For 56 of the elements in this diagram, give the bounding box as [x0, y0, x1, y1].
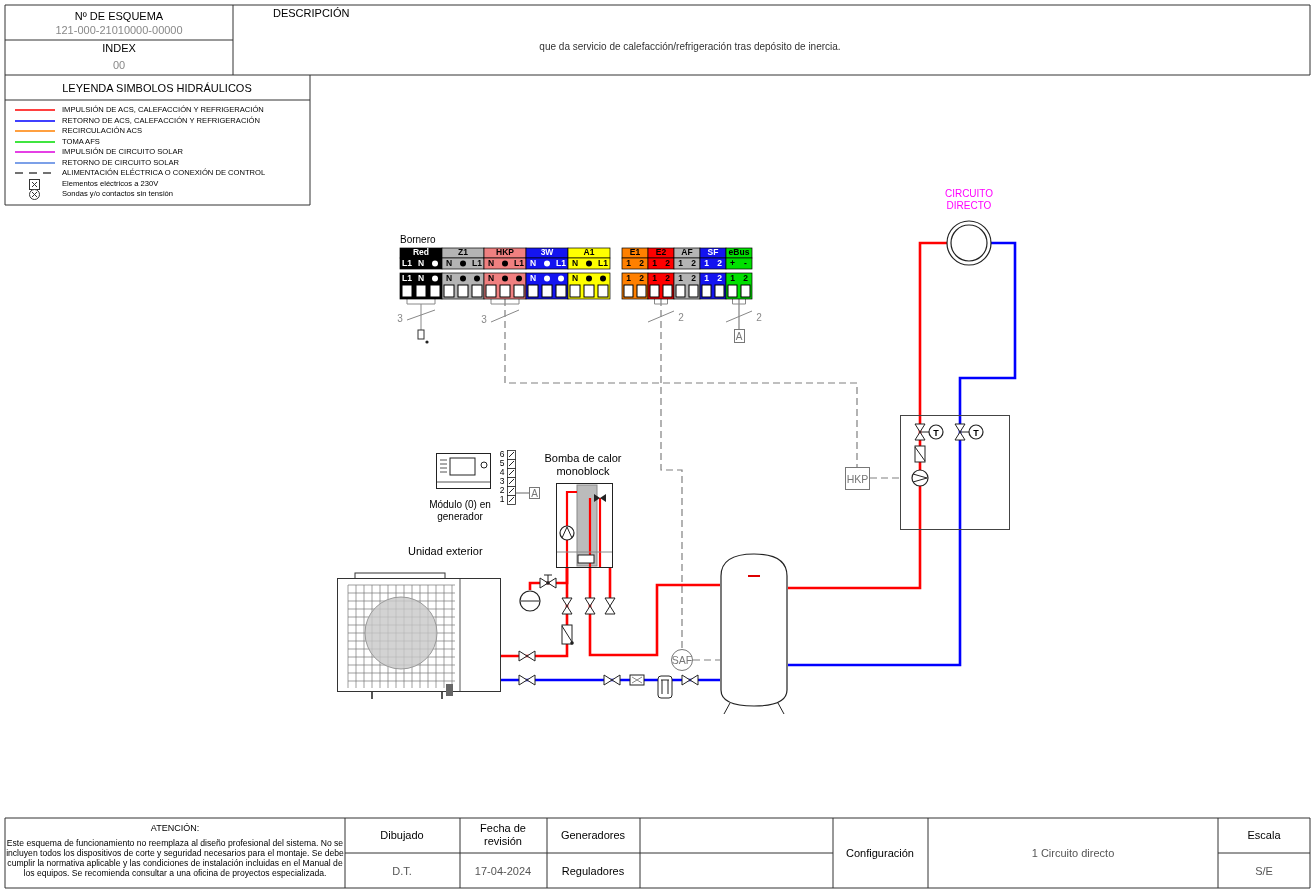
config-value: 1 Circuito directo — [1031, 846, 1115, 860]
cable-count: 3 — [397, 313, 403, 325]
control-line — [504, 298, 858, 468]
field-label: INDEX — [102, 41, 136, 55]
terminal-number: 3 — [499, 477, 505, 487]
description-text: que da servicio de calefacción/refrigeración tras depósito de inercia. — [539, 41, 841, 53]
pipe-line — [515, 492, 530, 494]
row-header: Configuración — [846, 846, 914, 860]
device-label: Módulo (0) en generador — [428, 498, 492, 522]
buffer-tank-drawing — [720, 553, 788, 715]
control-line — [692, 659, 721, 661]
pipe-line — [528, 568, 569, 590]
control-line — [660, 298, 683, 650]
block-title: Bornero — [400, 234, 436, 246]
pipe-line — [958, 241, 1017, 415]
scale-value: S/E — [1255, 864, 1273, 878]
sensor-circle: SAF — [671, 649, 693, 671]
scheme-number: 121-000-21010000-00000 — [55, 23, 183, 37]
device-label: Bomba de calor monoblock — [543, 452, 623, 478]
row-header: Generadores — [560, 828, 626, 842]
terminal-number: 2 — [499, 486, 505, 496]
field-label: DESCRIPCIÓN — [273, 6, 350, 20]
index-number: 00 — [112, 58, 126, 72]
pipe-line — [788, 530, 922, 590]
hydraulic-module-box — [900, 415, 1010, 530]
terminal-number: 1 — [499, 495, 505, 505]
pipe-line — [918, 241, 947, 415]
warning-text: Este esquema de funcionamiento no reemplaza al diseño profesional del sistema. No se incluyen todos los dispositivos de corte y seguridad necesarios para el montaje. Se debe cumplir la normativa aplicable y las condiciones de instalación incluidas en el Manual de los equipos. Se recomienda consultar a una oficina de proyectos especializada. — [6, 839, 344, 879]
terminal-number: 6 — [499, 450, 505, 460]
terminal-number: 4 — [499, 468, 505, 478]
control-line — [869, 477, 901, 479]
pump-control-box: HKP — [845, 467, 870, 490]
field-label: Nº DE ESQUEMA — [74, 9, 164, 23]
cable-count: 3 — [481, 314, 487, 326]
warning-title: ATENCIÓN: — [150, 822, 200, 834]
expansion-vessel-icon — [520, 590, 540, 612]
author-initials: D.T. — [392, 864, 412, 878]
pipe-line — [788, 530, 962, 667]
column-header: Dibujado — [380, 828, 424, 842]
signal-box: A — [529, 487, 540, 499]
circuit-label: CIRCUITO DIRECTO — [943, 187, 995, 211]
column-header: Fecha de revisión — [479, 822, 527, 848]
pipe-line — [738, 298, 740, 330]
cable-count: 2 — [756, 312, 762, 324]
revision-date: 17-04-2024 — [474, 864, 532, 878]
sensor-letter: T — [973, 427, 979, 438]
signal-box: A — [733, 329, 745, 343]
pipe-line — [501, 678, 720, 682]
row-header: Reguladores — [561, 864, 625, 878]
terminal-number: 5 — [499, 459, 505, 469]
column-header: Escala — [1247, 828, 1281, 842]
legend-title: LEYENDA SIMBOLOS HIDRÁULICOS — [62, 81, 252, 95]
sensor-letter: T — [933, 427, 939, 438]
device-label: Unidad exterior — [408, 544, 483, 558]
cable-count: 2 — [678, 312, 684, 324]
pipe-line — [588, 568, 720, 657]
